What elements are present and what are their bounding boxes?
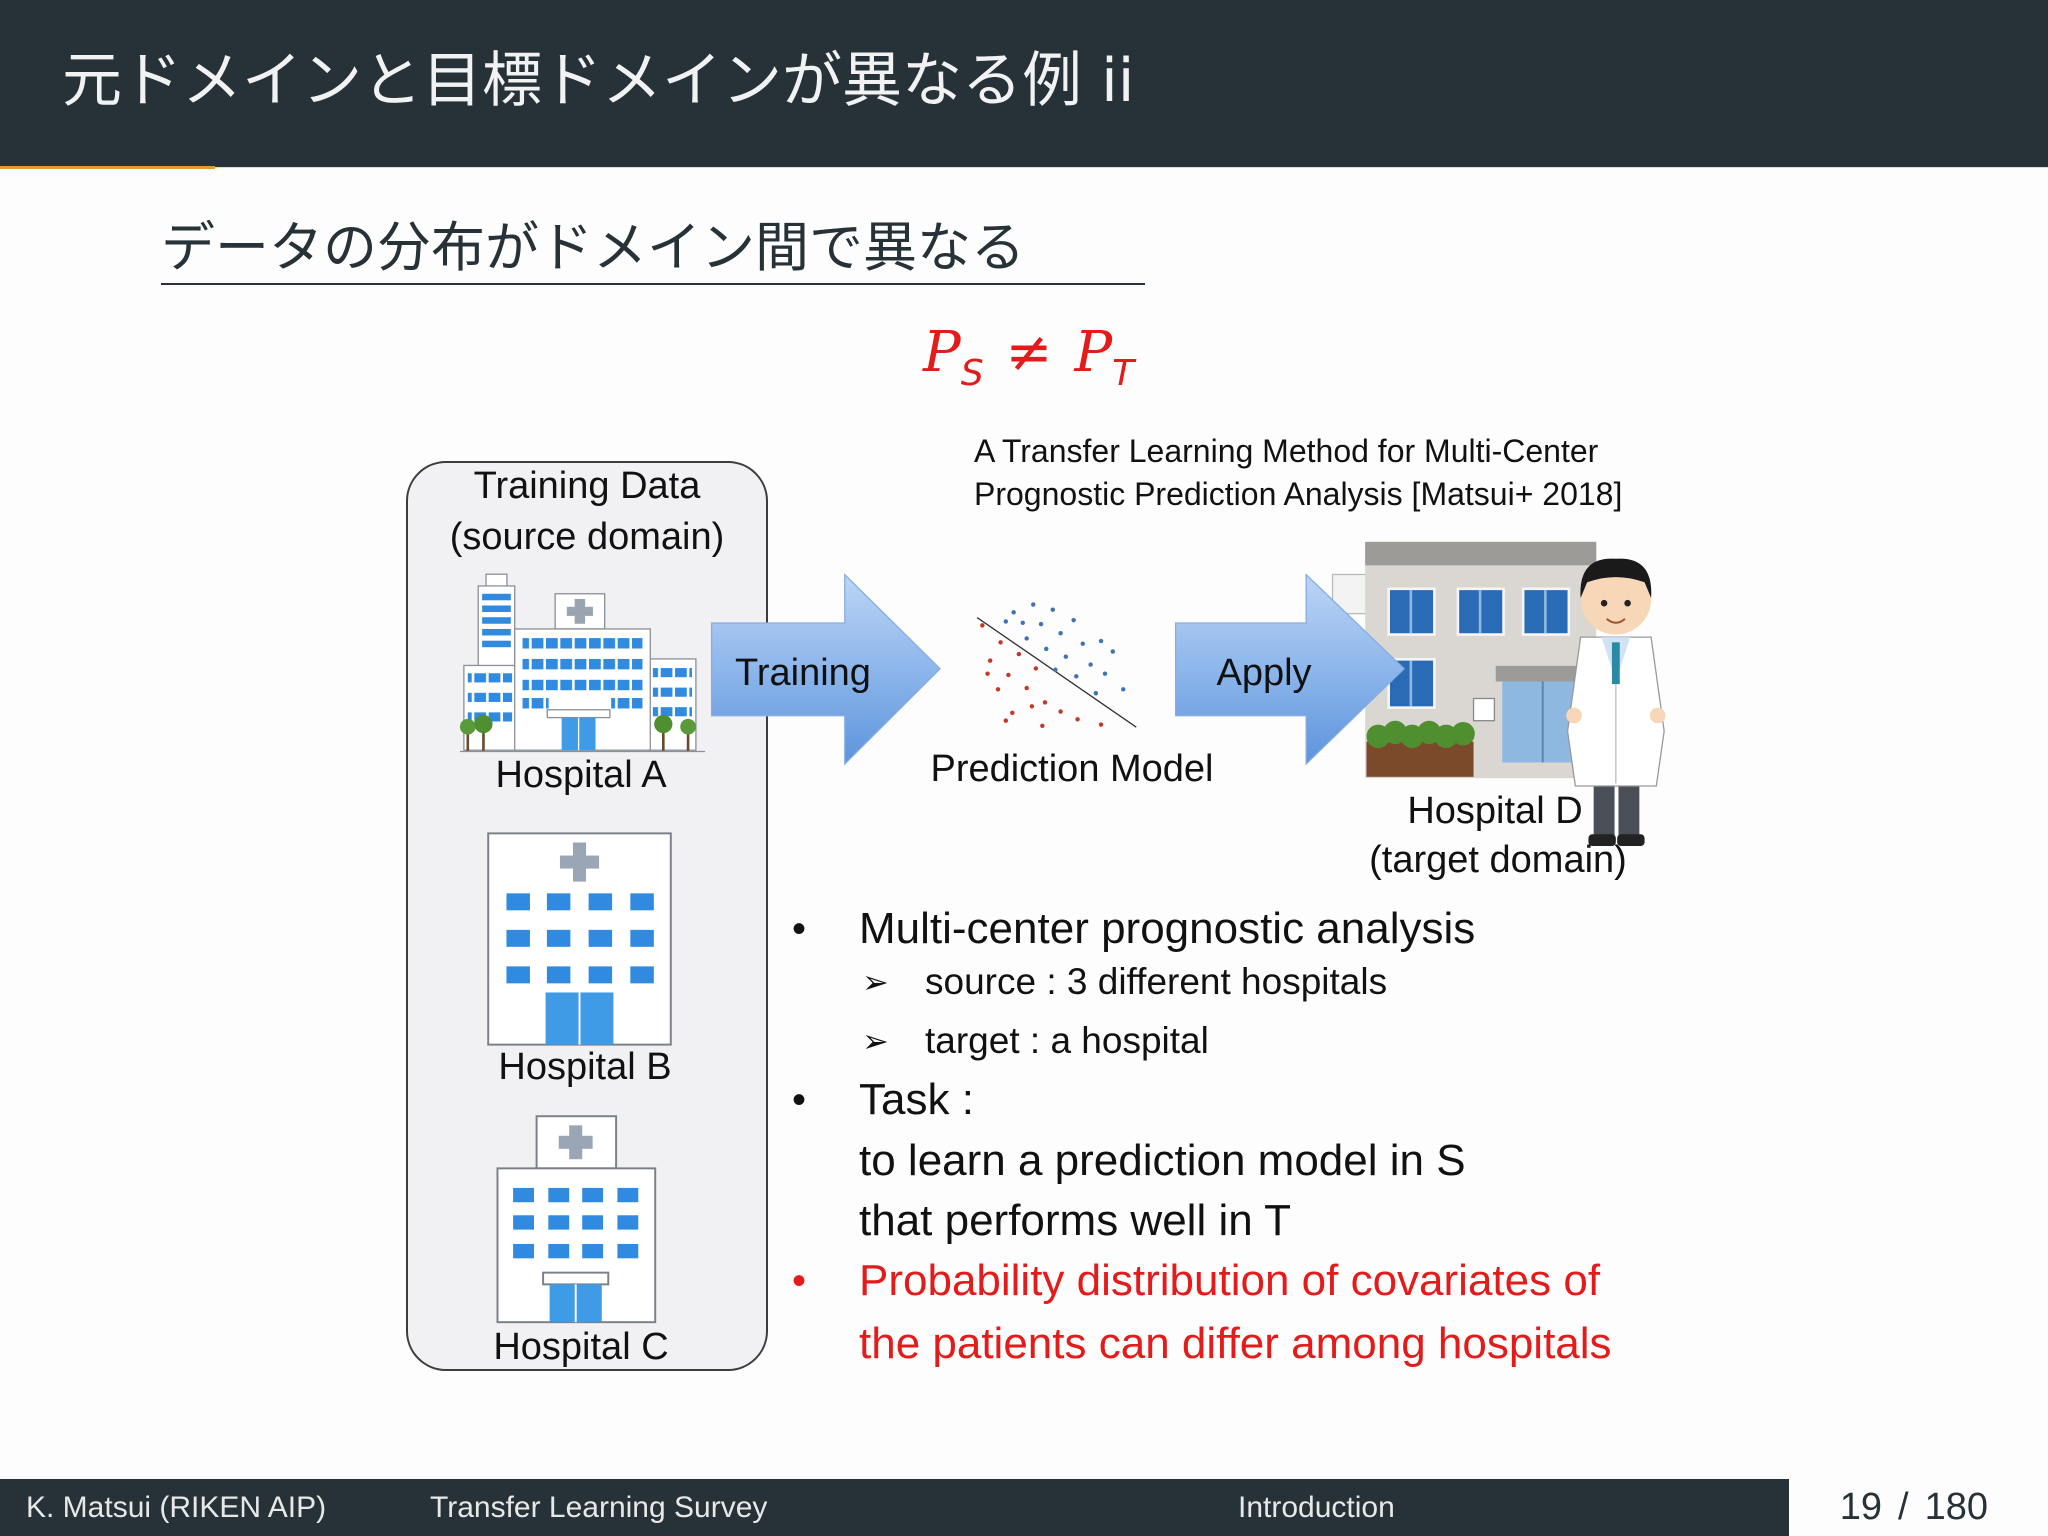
scatter-dot-red xyxy=(985,671,990,676)
section-subtitle: データの分布がドメイン間で異なる xyxy=(161,213,1145,285)
formula-lhs-subscript: S xyxy=(960,353,984,394)
scatter-dot-red xyxy=(1042,700,1048,705)
training-arrow-icon xyxy=(710,573,942,766)
emphasis-bullet-item: Probability distribution of covariates o… xyxy=(859,1256,1601,1305)
slide-footer: K. Matsui (RIKEN AIP) Transfer Learning … xyxy=(0,1479,1789,1536)
hospital-a-label: Hospital A xyxy=(495,754,667,796)
bullet-item-continuation: that performs well in T xyxy=(859,1196,1292,1245)
scatter-dot-red xyxy=(1016,651,1022,657)
scatter-dot-red xyxy=(1040,723,1045,729)
scatter-dot-blue xyxy=(1093,691,1099,696)
scatter-dot-blue xyxy=(1121,687,1126,692)
scatter-dot-red xyxy=(1006,672,1011,678)
bullet-item-continuation: to learn a prediction model in S xyxy=(859,1136,1466,1185)
decision-boundary-line xyxy=(976,617,1137,728)
header-divider xyxy=(215,167,2048,168)
scatter-dot-red xyxy=(1075,717,1080,722)
formula-rhs: P xyxy=(1074,320,1113,385)
scatter-dot-blue xyxy=(1058,631,1063,636)
scatter-dot-red xyxy=(1029,704,1035,709)
scatter-dot-blue xyxy=(1088,662,1093,667)
citation-line-1: A Transfer Learning Method for Multi-Cen… xyxy=(974,433,1599,469)
sub-bullet-item: target : a hospital xyxy=(925,1020,1209,1061)
formula-lhs: P xyxy=(923,320,961,385)
scatter-dot-red xyxy=(1098,722,1104,727)
scatter-dot-red xyxy=(1010,710,1015,716)
sub-bullet-item: source : 3 different hospitals xyxy=(925,961,1388,1002)
header-accent-line xyxy=(0,166,215,169)
hospital-building-icon xyxy=(487,832,672,1046)
scatter-dot-blue xyxy=(1071,617,1076,623)
scatter-dot-blue xyxy=(1080,641,1086,646)
training-arrow-label: Training xyxy=(735,652,871,694)
prediction-model-label: Prediction Model xyxy=(930,748,1214,790)
formula-rhs-subscript: T xyxy=(1112,353,1135,394)
scatter-dot-blue xyxy=(1050,607,1055,612)
hospital-building-icon xyxy=(496,1115,657,1324)
scatter-dot-blue xyxy=(1003,619,1009,624)
citation-line-2: Prognostic Prediction Analysis [Matsui+ … xyxy=(974,476,1623,512)
scatter-dot-red xyxy=(1003,718,1009,723)
scatter-plot-icon xyxy=(976,602,1137,729)
apply-arrow-icon xyxy=(1174,573,1406,766)
scatter-dot-blue xyxy=(1030,602,1036,607)
bullet-glyph: • xyxy=(792,907,807,951)
formula: PS≠PT xyxy=(923,318,1134,395)
scatter-dot-blue xyxy=(1053,667,1058,672)
scatter-dot-blue xyxy=(1110,649,1116,654)
bullet-glyph: • xyxy=(792,1078,807,1122)
scatter-dot-blue xyxy=(1074,674,1079,679)
clinic-building-icon xyxy=(1331,541,1666,847)
scatter-dot-red xyxy=(1024,685,1029,691)
scatter-dot-blue xyxy=(1102,671,1108,676)
doctor-icon xyxy=(1566,558,1666,847)
scatter-dot-red xyxy=(998,640,1003,645)
scatter-dot-blue xyxy=(1098,638,1104,644)
scatter-dot-blue xyxy=(1020,620,1025,626)
scatter-dot-red xyxy=(1033,666,1039,671)
bullet-glyph-emphasis: • xyxy=(792,1259,807,1303)
footer-section: Introduction xyxy=(1238,1491,1395,1524)
scatter-dot-red xyxy=(987,658,993,663)
source-box-subtitle: (source domain) xyxy=(449,516,725,558)
slide-header: 元ドメインと目標ドメインが異なる例 ii xyxy=(0,0,2048,167)
scatter-dot-blue xyxy=(1038,621,1044,627)
hospital-c-label: Hospital C xyxy=(493,1326,669,1368)
page-number: 19 / 180 xyxy=(1840,1479,1988,1536)
hospital-complex-icon xyxy=(459,573,706,753)
emphasis-bullet-continuation: the patients can differ among hospitals xyxy=(859,1319,1612,1368)
page-current: 19 xyxy=(1839,1486,1883,1528)
scatter-dot-red xyxy=(980,623,985,628)
apply-arrow-label: Apply xyxy=(1216,652,1312,694)
footer-author: K. Matsui (RIKEN AIP) xyxy=(26,1491,327,1524)
footer-talk-title: Transfer Learning Survey xyxy=(430,1491,768,1524)
formula-operator: ≠ xyxy=(1005,320,1053,385)
slide-title: 元ドメインと目標ドメインが異なる例 ii xyxy=(62,46,1135,116)
scatter-dot-blue xyxy=(1044,646,1049,652)
sub-bullet-arrow-icon: ➢ xyxy=(862,963,889,1001)
scatter-dot-blue xyxy=(1063,654,1069,659)
scatter-dot-red xyxy=(1058,709,1063,714)
scatter-dot-blue xyxy=(1024,636,1029,641)
scatter-dot-blue xyxy=(1011,610,1016,615)
hospital-b-label: Hospital B xyxy=(498,1046,672,1088)
sub-bullet-arrow-icon: ➢ xyxy=(862,1022,889,1060)
source-box-title: Training Data xyxy=(473,465,701,507)
page-separator: / xyxy=(1898,1486,1909,1528)
target-domain-label: (target domain) xyxy=(1369,839,1627,881)
bullet-item: Multi-center prognostic analysis xyxy=(859,904,1476,953)
bullet-item: Task : xyxy=(859,1075,974,1124)
scatter-dot-red xyxy=(995,687,1001,692)
page-total: 180 xyxy=(1924,1486,1988,1528)
hospital-d-label: Hospital D xyxy=(1407,790,1583,832)
